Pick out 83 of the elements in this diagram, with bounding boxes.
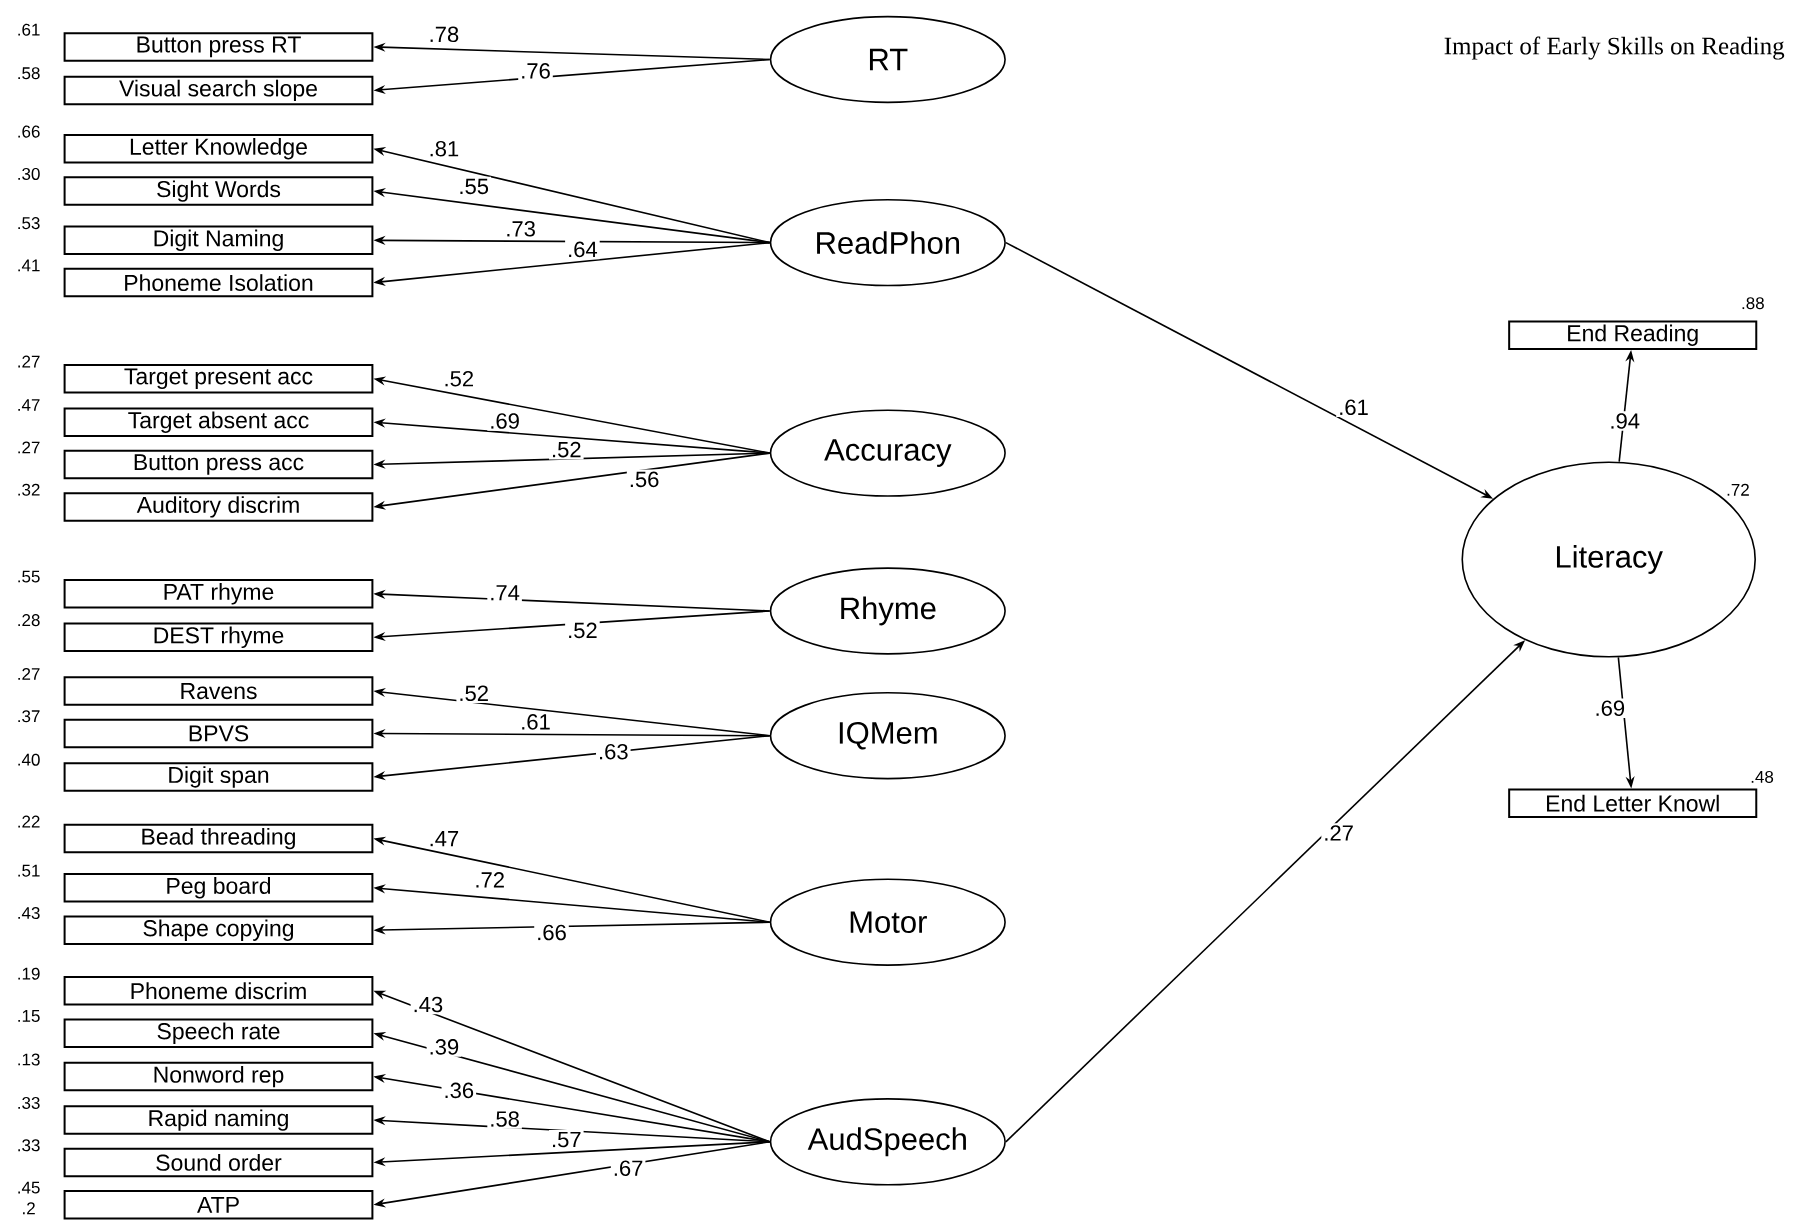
edge-label: .56 (626, 469, 662, 490)
edge-label: .64 (565, 239, 600, 260)
indicator-box: Peg board (63, 873, 374, 903)
variance-label: .43 (18, 907, 40, 920)
variance-label: .28 (18, 614, 40, 627)
variance-label: .2 (23, 1202, 35, 1215)
edge-label: .81 (426, 138, 462, 159)
indicator-box: DEST rhyme (63, 622, 374, 653)
edge-label: .52 (549, 439, 584, 460)
variance-label: .72 (1727, 483, 1749, 496)
variance-label: .48 (1751, 770, 1774, 783)
indicator-box: End Letter Knowl (1508, 788, 1758, 818)
variance-label: .13 (18, 1053, 40, 1066)
variance-label: .45 (18, 1181, 40, 1194)
indicator-box: Bead threading (63, 823, 374, 854)
indicator-box: Shape copying (63, 915, 374, 945)
variance-label: .61 (18, 23, 40, 36)
variance-label: .32 (18, 483, 40, 496)
variance-label: .27 (18, 667, 40, 680)
edge-label: .78 (426, 24, 462, 45)
indicator-box: Phoneme discrim (63, 976, 374, 1006)
variance-label: .40 (18, 753, 40, 766)
variance-label: .53 (18, 217, 40, 230)
variance-label: .33 (18, 1096, 40, 1109)
variance-label: .30 (18, 167, 40, 180)
edge-label: .57 (549, 1129, 584, 1150)
edge-label: .73 (503, 219, 538, 239)
edge-label: .63 (596, 741, 631, 762)
indicator-box: Sound order (63, 1147, 374, 1178)
indicator-box: End Reading (1508, 320, 1758, 350)
indicator-box: Speech rate (63, 1018, 374, 1048)
indicator-box: Rapid naming (63, 1105, 374, 1135)
edge-label: .61 (1336, 397, 1371, 418)
variance-label: .37 (18, 710, 40, 723)
indicator-box: Button press RT (63, 32, 374, 62)
edge-label: .66 (534, 922, 569, 943)
indicator-box: Digit Naming (63, 225, 374, 256)
indicator-box: ATP (63, 1190, 374, 1220)
edge-label: .52 (441, 368, 477, 389)
indicator-box: Visual search slope (63, 75, 374, 106)
variance-label: .41 (18, 259, 40, 272)
indicator-box: BPVS (63, 718, 374, 749)
indicator-box: Phoneme Isolation (63, 267, 374, 298)
title: Impact of Early Skills on Reading (1444, 36, 1785, 60)
edge-label: .61 (518, 712, 553, 732)
edge-label: .27 (1321, 823, 1356, 843)
variance-label: .66 (18, 125, 40, 138)
indicator-box: Target absent acc (63, 407, 374, 437)
indicator-box: Button press acc (63, 449, 374, 480)
variance-label: .33 (18, 1139, 40, 1152)
variance-label: .27 (18, 441, 40, 454)
edge-label: .69 (1592, 698, 1628, 718)
indicator-box: Auditory discrim (63, 492, 374, 522)
edge-label: .36 (441, 1080, 477, 1101)
variance-label: .27 (18, 355, 40, 368)
variance-label: .51 (18, 864, 40, 877)
edge-label: .94 (1607, 411, 1642, 431)
edge-label: .39 (426, 1037, 462, 1057)
indicator-box: PAT rhyme (63, 579, 374, 609)
variance-label: .88 (1742, 297, 1764, 310)
edge-label: .47 (426, 829, 462, 849)
edge-label: .58 (487, 1109, 522, 1129)
edge-label: .55 (456, 176, 491, 197)
indicator-box: Target present acc (63, 363, 374, 394)
edge-label: .69 (487, 411, 522, 431)
variance-label: .15 (18, 1010, 40, 1022)
edge-label: .52 (456, 683, 491, 704)
indicator-box: Letter Knowledge (63, 133, 374, 164)
variance-label: .58 (18, 67, 40, 80)
edge-label: .52 (565, 620, 600, 641)
edge-label: .74 (487, 583, 522, 603)
edge-label: .67 (610, 1158, 646, 1178)
variance-label: .19 (18, 967, 40, 980)
variance-label: .22 (18, 815, 40, 828)
edge-label: .43 (410, 994, 446, 1015)
indicator-box: Digit span (63, 762, 374, 792)
variance-label: .47 (18, 399, 40, 411)
variance-label: .55 (18, 570, 40, 583)
edge-label: .72 (472, 870, 507, 890)
edge-label: .76 (518, 61, 553, 81)
indicator-box: Ravens (63, 676, 374, 706)
indicator-box: Sight Words (63, 176, 374, 206)
indicator-box: Nonword rep (63, 1061, 374, 1092)
